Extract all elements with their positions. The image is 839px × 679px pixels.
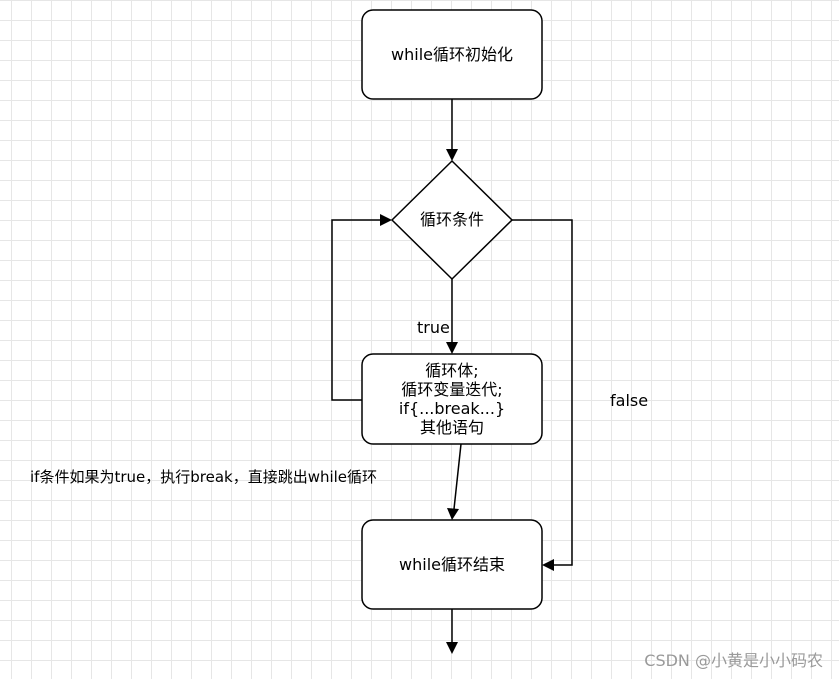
end-node-text: while循环结束: [399, 554, 505, 574]
body-node-box: [361, 353, 543, 445]
break-note-label: if条件如果为true，执行break，直接跳出while循环: [30, 468, 378, 486]
edge-false-to-end: [512, 219, 573, 566]
body-line-3: if{...break...}: [398, 399, 506, 418]
arrowhead-loop-back: [380, 214, 392, 226]
edge-break-to-end: [453, 443, 462, 510]
condition-node-text: 循环条件: [419, 210, 484, 229]
condition-node-label: 循环条件: [392, 200, 512, 240]
body-line-2: 循环变量迭代;: [401, 380, 503, 399]
arrowhead-init-to-condition: [446, 149, 458, 161]
arrowhead-condition-to-body: [446, 342, 458, 354]
csdn-watermark: CSDN @小黄是小小码农: [644, 651, 823, 670]
arrowhead-break-to-end: [447, 508, 459, 520]
arrowhead-false-to-end: [542, 559, 554, 571]
body-node-label: 循环体; 循环变量迭代; if{...break...} 其他语句: [362, 354, 542, 444]
body-line-4: 其他语句: [419, 418, 484, 437]
init-node-text: while循环初始化: [391, 44, 513, 64]
false-edge-label: false: [610, 391, 649, 410]
arrowhead-exit: [446, 642, 458, 654]
edge-loop-back: [331, 219, 381, 401]
body-line-1: 循环体;: [425, 361, 479, 380]
end-node-label: while循环结束: [362, 520, 542, 609]
init-node-label: while循环初始化: [362, 10, 542, 99]
true-edge-label: true: [417, 318, 450, 337]
